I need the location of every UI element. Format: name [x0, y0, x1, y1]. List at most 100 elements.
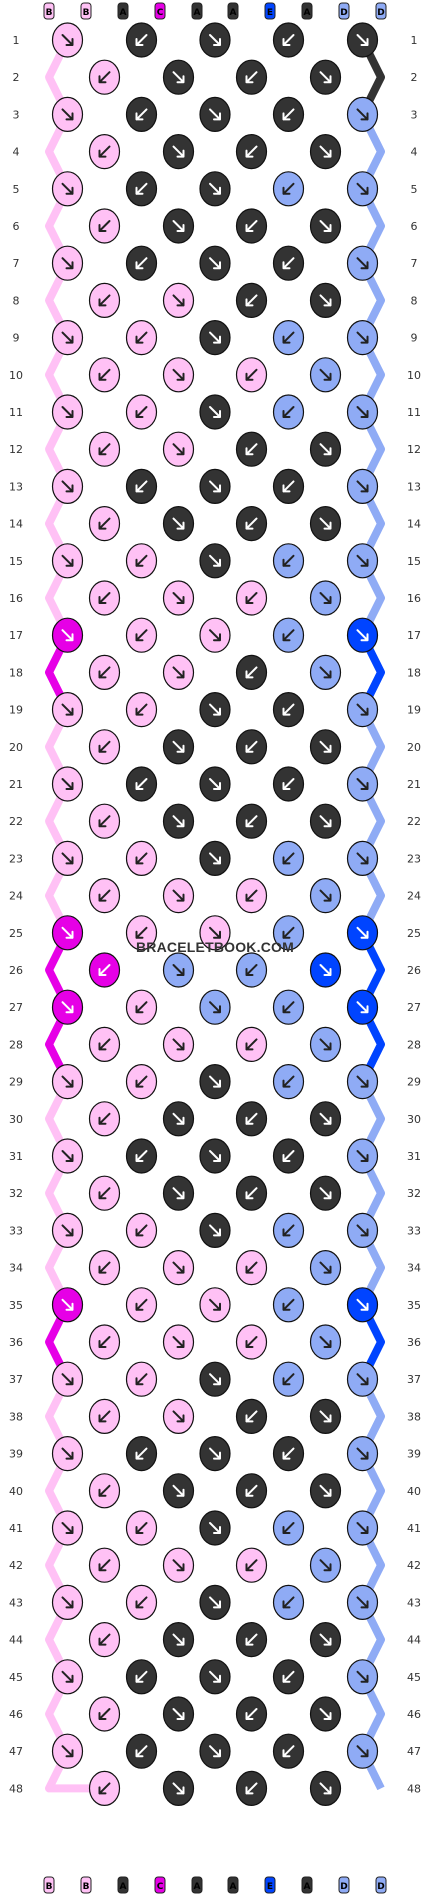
knot[interactable] [125, 394, 158, 430]
knot[interactable] [125, 691, 158, 728]
knot[interactable] [88, 1175, 121, 1211]
knot[interactable] [272, 915, 305, 951]
knot[interactable] [51, 1584, 84, 1621]
knot[interactable] [162, 1696, 195, 1732]
knot[interactable] [235, 952, 268, 988]
knot[interactable] [51, 617, 84, 653]
knot[interactable] [199, 617, 231, 653]
knot[interactable] [235, 1696, 268, 1732]
knot[interactable] [199, 1287, 231, 1323]
knot[interactable] [199, 989, 231, 1025]
knot[interactable] [199, 468, 231, 504]
knot[interactable] [88, 654, 121, 691]
knot[interactable] [125, 1138, 158, 1174]
knot[interactable] [309, 282, 342, 318]
knot[interactable] [346, 1361, 379, 1397]
knot[interactable] [51, 1435, 84, 1472]
knot[interactable] [51, 394, 84, 430]
knot[interactable] [346, 1659, 379, 1695]
knot[interactable] [346, 96, 379, 133]
knot[interactable] [162, 1473, 195, 1509]
knot[interactable] [51, 22, 84, 58]
knot[interactable] [199, 691, 231, 728]
knot[interactable] [199, 840, 231, 877]
knot[interactable] [199, 320, 231, 356]
knot[interactable] [199, 1584, 231, 1621]
knot[interactable] [162, 1398, 195, 1435]
knot[interactable] [309, 877, 342, 914]
knot[interactable] [125, 1063, 158, 1100]
knot[interactable] [309, 1547, 342, 1583]
knot[interactable] [125, 245, 158, 281]
knot[interactable] [162, 952, 195, 988]
knot[interactable] [162, 729, 195, 765]
knot[interactable] [88, 134, 121, 170]
knot[interactable] [162, 1101, 195, 1137]
knot[interactable] [162, 1324, 195, 1360]
knot[interactable] [88, 580, 121, 616]
knot[interactable] [125, 1659, 158, 1695]
knot[interactable] [235, 729, 268, 765]
knot[interactable] [235, 357, 268, 393]
knot[interactable] [346, 1733, 379, 1769]
knot[interactable] [162, 282, 195, 318]
knot[interactable] [235, 1175, 268, 1211]
knot[interactable] [235, 1101, 268, 1137]
knot[interactable] [309, 357, 342, 393]
knot[interactable] [309, 505, 342, 542]
knot[interactable] [235, 208, 268, 244]
knot[interactable] [51, 1510, 84, 1546]
knot[interactable] [162, 803, 195, 839]
knot[interactable] [346, 245, 379, 281]
knot[interactable] [346, 320, 379, 356]
knot[interactable] [125, 1361, 158, 1397]
knot[interactable] [235, 59, 268, 95]
knot[interactable] [346, 1584, 379, 1621]
knot[interactable] [51, 691, 84, 728]
knot[interactable] [346, 617, 379, 653]
knot[interactable] [235, 1473, 268, 1509]
knot[interactable] [125, 1584, 158, 1621]
knot[interactable] [309, 1473, 342, 1509]
knot[interactable] [125, 1435, 158, 1472]
knot[interactable] [309, 134, 342, 170]
knot[interactable] [272, 766, 305, 802]
knot[interactable] [235, 803, 268, 839]
knot[interactable] [51, 840, 84, 877]
knot[interactable] [272, 1361, 305, 1397]
knot[interactable] [199, 1733, 231, 1769]
knot[interactable] [199, 915, 231, 951]
knot[interactable] [272, 543, 305, 579]
knot[interactable] [309, 1026, 342, 1063]
knot[interactable] [51, 1138, 84, 1174]
knot[interactable] [162, 208, 195, 244]
knot[interactable] [235, 282, 268, 318]
knot[interactable] [235, 1621, 268, 1658]
knot[interactable] [125, 915, 158, 951]
knot[interactable] [309, 59, 342, 95]
knot[interactable] [51, 1063, 84, 1100]
knot[interactable] [199, 1063, 231, 1100]
knot[interactable] [272, 1659, 305, 1695]
knot[interactable] [199, 22, 231, 58]
knot[interactable] [125, 1287, 158, 1323]
knot[interactable] [309, 580, 342, 616]
knot[interactable] [88, 1101, 121, 1137]
knot[interactable] [346, 1212, 379, 1249]
knot[interactable] [199, 1212, 231, 1249]
knot[interactable] [235, 1324, 268, 1360]
knot[interactable] [162, 505, 195, 542]
knot[interactable] [346, 1510, 379, 1546]
knot[interactable] [199, 171, 231, 207]
knot[interactable] [88, 877, 121, 914]
knot[interactable] [51, 1361, 84, 1397]
knot[interactable] [272, 96, 305, 133]
knot[interactable] [51, 171, 84, 207]
knot[interactable] [125, 617, 158, 653]
knot[interactable] [88, 952, 121, 988]
knot[interactable] [88, 1398, 121, 1435]
knot[interactable] [346, 1138, 379, 1174]
knot[interactable] [235, 1026, 268, 1063]
knot[interactable] [235, 505, 268, 542]
knot[interactable] [125, 543, 158, 579]
